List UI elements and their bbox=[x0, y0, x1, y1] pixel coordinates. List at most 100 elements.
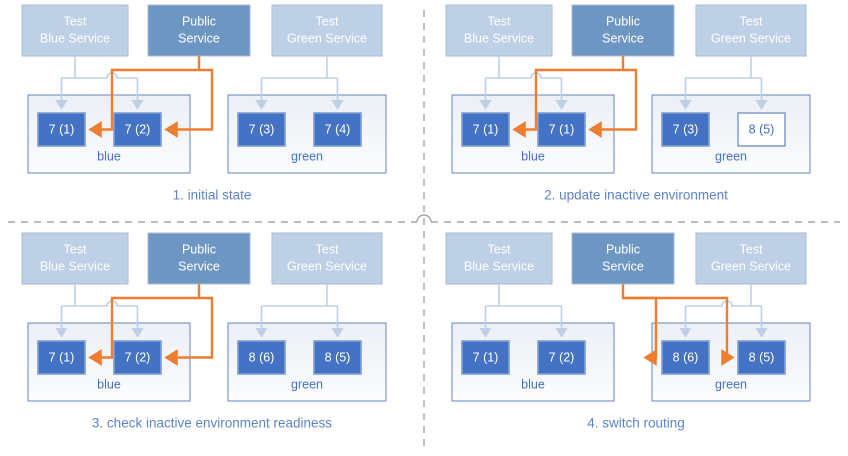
test-blue-connector bbox=[479, 284, 568, 338]
test-blue-service-box-line1: Test bbox=[488, 242, 511, 256]
test-blue-service-box-rect[interactable] bbox=[21, 4, 129, 57]
blue-node-2-rect[interactable] bbox=[113, 340, 162, 375]
green-node-2-rect[interactable] bbox=[313, 112, 362, 147]
blue-node-1-rect[interactable] bbox=[37, 340, 86, 375]
test-blue-connector-bus bbox=[61, 300, 138, 307]
test-green-service-box-rect[interactable] bbox=[271, 232, 383, 285]
blue-node-2[interactable]: 7 (2) bbox=[113, 340, 162, 375]
test-green-service-box-rect[interactable] bbox=[271, 4, 383, 57]
blue-node-2-rect[interactable] bbox=[537, 340, 586, 375]
test-blue-service-box-rect[interactable] bbox=[445, 4, 553, 57]
green-environment-label: green bbox=[715, 377, 747, 391]
public-routing-path bbox=[88, 284, 214, 366]
blue-node-1[interactable]: 7 (1) bbox=[37, 340, 86, 375]
green-node-2-rect[interactable] bbox=[737, 340, 786, 375]
blue-node-2[interactable]: 7 (2) bbox=[537, 340, 586, 375]
test-green-service-box-line2: Green Service bbox=[711, 259, 791, 273]
green-node-1[interactable]: 7 (3) bbox=[237, 112, 286, 147]
blue-node-1[interactable]: 7 (1) bbox=[37, 112, 86, 147]
test-green-service-box-rect[interactable] bbox=[695, 4, 807, 57]
blue-node-2[interactable]: 7 (1) bbox=[537, 112, 586, 147]
green-node-1-rect[interactable] bbox=[237, 340, 286, 375]
green-node-1-rect[interactable] bbox=[661, 340, 710, 375]
test-green-service-box-line1: Test bbox=[740, 242, 763, 256]
divider-hop-arc bbox=[416, 214, 432, 223]
public-service-box-rect[interactable] bbox=[147, 4, 251, 57]
panel-4-caption: 4. switch routing bbox=[587, 416, 685, 431]
blue-node-1-label: 7 (1) bbox=[473, 122, 499, 136]
test-blue-service-box-rect[interactable] bbox=[21, 232, 129, 285]
test-green-service-box-rect[interactable] bbox=[695, 232, 807, 285]
green-node-2-label: 8 (5) bbox=[749, 350, 775, 364]
green-node-1[interactable]: 8 (6) bbox=[661, 340, 710, 375]
test-green-service-box-line1: Test bbox=[316, 14, 339, 28]
blue-node-1-rect[interactable] bbox=[461, 112, 510, 147]
green-node-2[interactable]: 7 (4) bbox=[313, 112, 362, 147]
test-blue-service-box-line1: Test bbox=[64, 14, 87, 28]
green-node-2[interactable]: 8 (5) bbox=[737, 112, 786, 147]
blue-node-2[interactable]: 7 (2) bbox=[113, 112, 162, 147]
blue-node-2-label: 7 (2) bbox=[125, 122, 151, 136]
green-environment-label: green bbox=[715, 149, 747, 163]
green-node-2[interactable]: 8 (5) bbox=[313, 340, 362, 375]
blue-node-1-rect[interactable] bbox=[37, 112, 86, 147]
routing-to-blue-node-2 bbox=[164, 296, 214, 366]
green-node-1-label: 8 (6) bbox=[673, 350, 699, 364]
green-node-1[interactable]: 8 (6) bbox=[237, 340, 286, 375]
green-node-1-label: 7 (3) bbox=[673, 122, 699, 136]
test-green-connector-bus bbox=[685, 300, 762, 307]
public-service-box-line1: Public bbox=[182, 14, 216, 28]
test-blue-service-box-rect[interactable] bbox=[445, 232, 553, 285]
green-node-2-rect[interactable] bbox=[737, 112, 786, 147]
green-node-2[interactable]: 8 (5) bbox=[737, 340, 786, 375]
test-blue-connector-bus bbox=[61, 72, 138, 79]
public-service-box-rect[interactable] bbox=[147, 232, 251, 285]
public-service-box-line2: Service bbox=[602, 31, 644, 45]
blue-node-1[interactable]: 7 (1) bbox=[461, 112, 510, 147]
blue-node-2-label: 7 (1) bbox=[549, 122, 575, 136]
blue-node-2-label: 7 (2) bbox=[125, 350, 151, 364]
blue-environment-label: blue bbox=[97, 377, 121, 391]
test-blue-service-box-line1: Test bbox=[488, 14, 511, 28]
blue-node-1-label: 7 (1) bbox=[49, 122, 75, 136]
green-node-1[interactable]: 7 (3) bbox=[661, 112, 710, 147]
test-blue-connector-bus bbox=[485, 72, 562, 79]
blue-node-2-rect[interactable] bbox=[537, 112, 586, 147]
blue-node-2-rect[interactable] bbox=[113, 112, 162, 147]
green-node-2-label: 8 (5) bbox=[325, 350, 351, 364]
test-green-service-box-line2: Green Service bbox=[711, 31, 791, 45]
public-service-box-rect[interactable] bbox=[571, 4, 675, 57]
routing-to-blue-node-1 bbox=[88, 56, 201, 138]
test-green-service-box-line1: Test bbox=[740, 14, 763, 28]
panel-1-caption: 1. initial state bbox=[173, 188, 252, 203]
test-blue-service-box-line1: Test bbox=[64, 242, 87, 256]
green-node-2-label: 8 (5) bbox=[749, 122, 775, 136]
public-service-box-rect[interactable] bbox=[571, 232, 675, 285]
blue-node-1-rect[interactable] bbox=[461, 340, 510, 375]
routing-to-blue-node-1 bbox=[88, 284, 201, 366]
public-service-box-line2: Service bbox=[178, 259, 220, 273]
green-node-1-rect[interactable] bbox=[237, 112, 286, 147]
blue-node-1[interactable]: 7 (1) bbox=[461, 340, 510, 375]
green-node-1-rect[interactable] bbox=[661, 112, 710, 147]
green-node-2-rect[interactable] bbox=[313, 340, 362, 375]
public-service-box-line1: Public bbox=[182, 242, 216, 256]
test-green-service-box-line2: Green Service bbox=[287, 31, 367, 45]
green-environment-label: green bbox=[291, 149, 323, 163]
